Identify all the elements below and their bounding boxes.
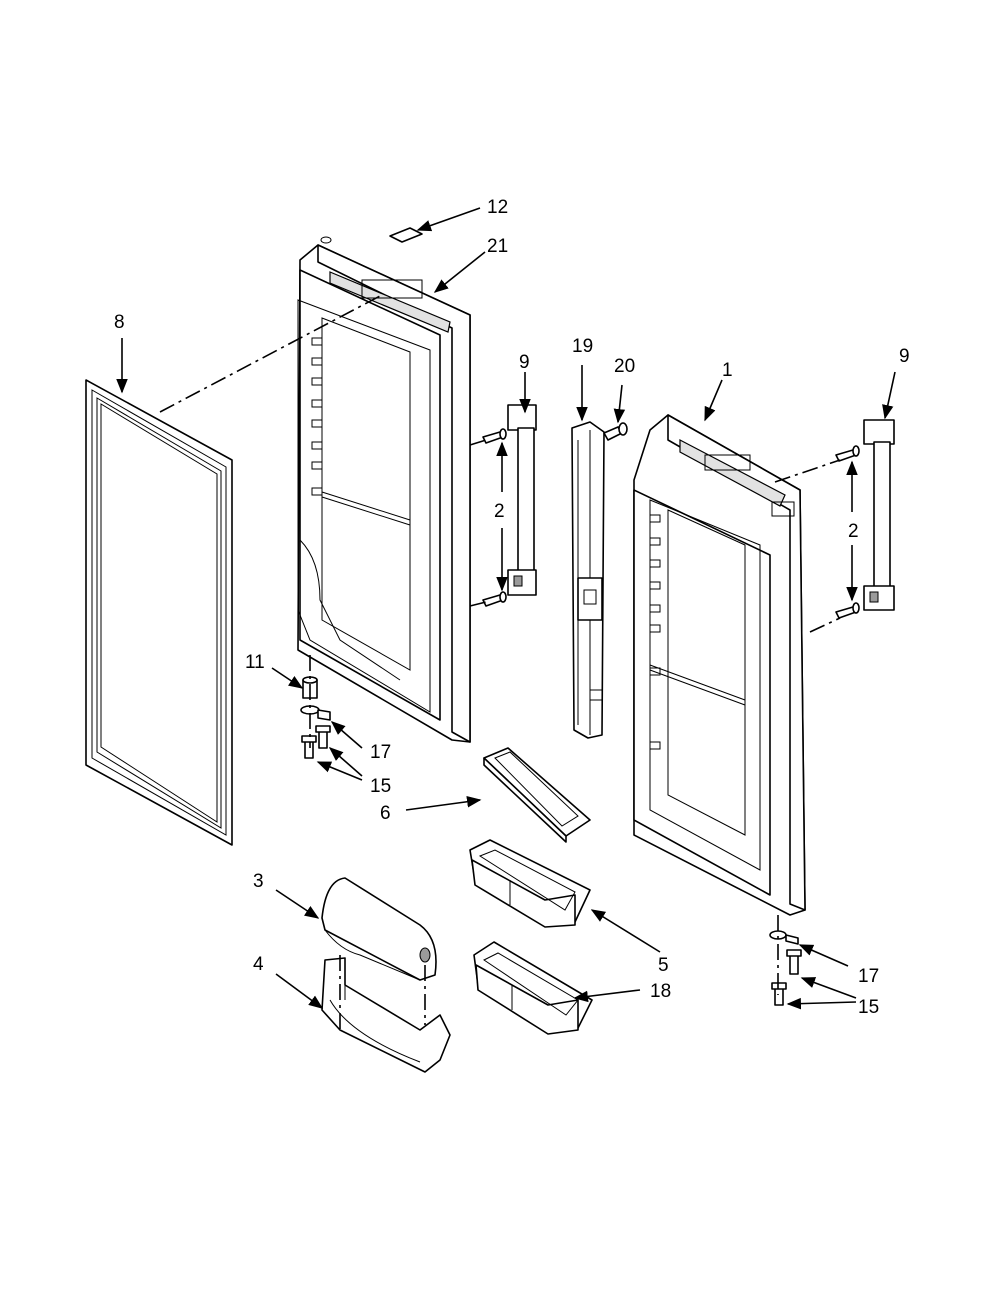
handle-screws-right <box>835 445 860 619</box>
alignment-lines <box>159 295 841 1030</box>
callout-2-left: 2 <box>494 501 505 522</box>
hinge-cap-part <box>389 227 423 243</box>
door-bin-part-18 <box>473 941 593 1035</box>
door-gasket-part <box>85 379 233 846</box>
callout-17-left: 17 <box>370 742 391 763</box>
callout-12: 12 <box>487 197 508 218</box>
right-handle-part <box>863 419 895 611</box>
callout-5: 5 <box>658 955 669 976</box>
handle-screws-left <box>482 428 507 607</box>
bin-support-bumps-right <box>649 514 661 750</box>
callout-19: 19 <box>572 336 593 357</box>
callout-3: 3 <box>253 871 264 892</box>
leader-lines <box>116 207 896 1010</box>
callout-4: 4 <box>253 954 264 975</box>
dairy-tray-part <box>321 957 451 1073</box>
door-shelf-lid-part <box>483 747 591 843</box>
callout-6: 6 <box>380 803 391 824</box>
bin-support-bumps <box>311 337 323 496</box>
callout-17-right: 17 <box>858 966 879 987</box>
mullion-screw-part <box>603 422 628 441</box>
callout-20: 20 <box>614 356 635 377</box>
callout-11: 11 <box>245 652 265 673</box>
callout-18: 18 <box>650 981 671 1002</box>
callout-labels: 12 21 8 9 19 20 1 9 2 2 11 17 15 6 3 4 5… <box>114 197 910 1018</box>
callout-15-right: 15 <box>858 997 879 1018</box>
right-door-liner-part <box>633 414 806 916</box>
dairy-cover-part <box>321 877 437 981</box>
left-bottom-hardware <box>300 676 331 759</box>
callout-2-right: 2 <box>848 521 859 542</box>
right-bottom-hardware <box>769 930 802 1006</box>
callout-8: 8 <box>114 312 125 333</box>
callout-15-left: 15 <box>370 776 391 797</box>
center-flipper-mullion-part <box>571 421 605 739</box>
left-door-liner-part <box>297 236 471 743</box>
callout-21: 21 <box>487 236 508 257</box>
callout-9-right: 9 <box>899 346 910 367</box>
door-bin-part-5 <box>469 839 591 928</box>
callout-9-left: 9 <box>519 352 530 373</box>
left-handle-part <box>507 404 537 596</box>
callout-1: 1 <box>722 360 733 381</box>
